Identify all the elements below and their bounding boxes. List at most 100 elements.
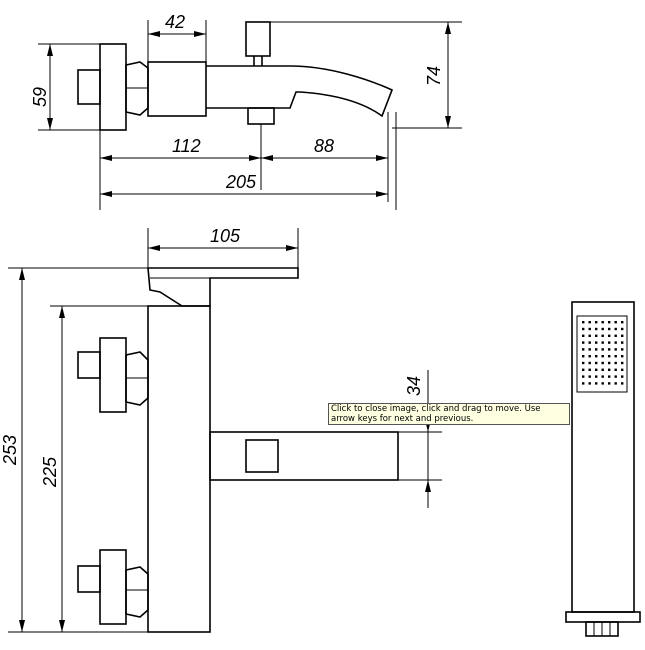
nozzle-dot xyxy=(608,375,611,378)
top-view-body xyxy=(147,61,207,117)
dim-59-label: 59 xyxy=(30,87,50,107)
nozzle-dot xyxy=(582,321,585,324)
front-view-lower-inlet xyxy=(77,565,101,593)
nozzle-dot xyxy=(614,341,617,344)
nozzle-dot xyxy=(601,341,604,344)
hand-shower xyxy=(565,301,641,637)
nozzle-dot xyxy=(588,327,591,331)
nozzle-dot xyxy=(621,321,624,324)
dim-88-label: 88 xyxy=(314,136,334,156)
nozzle-dot xyxy=(614,334,617,337)
nozzle-dot xyxy=(595,361,598,365)
nozzle-dot xyxy=(614,375,617,378)
top-view-spout xyxy=(206,65,394,118)
nozzle-dot xyxy=(621,368,624,371)
nozzle-dot xyxy=(601,382,604,385)
hand-shower-nozzles xyxy=(582,321,624,385)
nozzle-dot xyxy=(588,355,591,358)
nozzle-dot xyxy=(608,348,611,351)
nozzle-dot xyxy=(601,375,604,378)
nozzle-dot xyxy=(601,355,604,358)
nozzle-dot xyxy=(614,361,617,365)
nozzle-dot xyxy=(608,334,611,337)
dim-112-label: 112 xyxy=(172,136,201,156)
image-viewer-tooltip[interactable]: Click to close image, click and drag to … xyxy=(328,403,570,425)
nozzle-dot xyxy=(621,361,624,365)
nozzle-dot xyxy=(582,382,585,385)
nozzle-dot xyxy=(595,375,598,378)
front-view-upper-hex xyxy=(125,351,149,406)
dim-42-label: 42 xyxy=(165,12,185,32)
front-view-lower-flange xyxy=(99,549,127,625)
nozzle-dot xyxy=(608,341,611,344)
nozzle-dot xyxy=(614,321,617,324)
front-view xyxy=(8,228,442,633)
nozzle-dot xyxy=(588,361,591,365)
dim-205-label: 205 xyxy=(225,172,257,192)
front-view-spout-outlet xyxy=(245,439,279,473)
nozzle-dot xyxy=(582,334,585,337)
nozzle-dot xyxy=(621,382,624,385)
nozzle-dot xyxy=(621,334,624,337)
nozzle-dot xyxy=(601,334,604,337)
nozzle-dot xyxy=(582,355,585,358)
nozzle-dot xyxy=(614,355,617,358)
nozzle-dot xyxy=(621,348,624,351)
nozzle-dot xyxy=(582,341,585,344)
hand-shower-head xyxy=(576,315,628,393)
nozzle-dot xyxy=(582,368,585,371)
top-view-inlet-nut xyxy=(77,69,101,105)
nozzle-dot xyxy=(595,341,598,344)
nozzle-dot xyxy=(582,375,585,378)
nozzle-dot xyxy=(588,334,591,337)
nozzle-dot xyxy=(601,348,604,351)
nozzle-dot xyxy=(588,375,591,378)
nozzle-dot xyxy=(601,368,604,371)
nozzle-dot xyxy=(595,327,598,331)
nozzle-dot xyxy=(588,348,591,351)
nozzle-dot xyxy=(621,327,624,331)
hand-shower-connector xyxy=(565,611,641,623)
nozzle-dot xyxy=(614,368,617,371)
front-view-spout xyxy=(209,431,399,481)
nozzle-dot xyxy=(588,341,591,344)
nozzle-dot xyxy=(588,368,591,371)
front-view-body xyxy=(147,305,211,633)
nozzle-dot xyxy=(582,348,585,351)
nozzle-dot xyxy=(621,341,624,344)
top-view-wall-flange xyxy=(99,43,127,131)
nozzle-dot xyxy=(608,321,611,324)
nozzle-dot xyxy=(608,327,611,331)
nozzle-dot xyxy=(608,361,611,365)
nozzle-dot xyxy=(621,355,624,358)
front-view-upper-flange xyxy=(99,337,127,413)
dim-225-label: 225 xyxy=(40,456,60,488)
nozzle-dot xyxy=(608,368,611,371)
nozzle-dot xyxy=(601,321,604,324)
dim-74-label: 74 xyxy=(424,66,444,86)
nozzle-dot xyxy=(588,321,591,324)
nozzle-dot xyxy=(595,368,598,371)
nozzle-dot xyxy=(595,321,598,324)
nozzle-dot xyxy=(601,361,604,365)
nozzle-dot xyxy=(582,327,585,331)
nozzle-dot xyxy=(595,334,598,337)
dim-105-label: 105 xyxy=(210,226,241,246)
nozzle-dot xyxy=(614,382,617,385)
nozzle-dot xyxy=(614,348,617,351)
top-view-diverter-base xyxy=(247,107,275,125)
top-view xyxy=(38,20,462,210)
dim-34-label: 34 xyxy=(404,376,424,396)
front-view-lever xyxy=(147,267,299,307)
top-view-diverter-knob xyxy=(245,21,271,57)
nozzle-dot xyxy=(608,355,611,358)
nozzle-dot xyxy=(582,361,585,365)
front-view-upper-inlet xyxy=(77,351,101,379)
nozzle-dot xyxy=(595,348,598,351)
dim-253-label: 253 xyxy=(0,435,20,466)
nozzle-dot xyxy=(595,355,598,358)
nozzle-dot xyxy=(588,382,591,385)
nozzle-dot xyxy=(595,382,598,385)
front-view-lower-hex xyxy=(125,566,149,618)
